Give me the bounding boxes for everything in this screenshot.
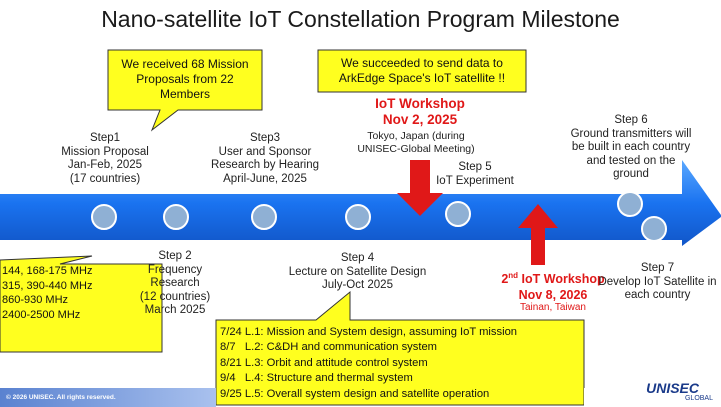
lecture-item: 9/25 L.5: Overall system design and sate… (220, 387, 490, 400)
callout-succeeded: We succeeded to send data to ArkEdge Spa… (338, 56, 506, 85)
workshop-1-place: Tokyo, Japan (during UNISEC-Global Meeti… (346, 130, 486, 155)
lecture-item: 8/21 L.3: Orbit and attitude control sys… (220, 356, 428, 369)
frequency-item: 315, 390-440 MHz (2, 279, 93, 292)
step-1-name: Mission Proposal (61, 145, 149, 158)
step-3-name-2: Research by Hearing (210, 159, 320, 171)
lecture-list: 7/24 L.1: Mission and System design, ass… (220, 325, 580, 402)
step-7-line1: Develop IoT Satellite in (598, 275, 717, 288)
step-2-note: (12 countries) (139, 290, 211, 303)
step-1-date: Jan-Feb, 2025 (67, 159, 143, 171)
workshop-1-date: Nov 2, 2025 (382, 112, 458, 127)
lecture-item: 7/24 L.1: Mission and System design, ass… (220, 326, 518, 338)
step-3-date: April-June, 2025 (223, 172, 307, 185)
step-1-title: Step1 (89, 132, 121, 144)
workshop-1-place-line1: Tokyo, Japan (during (367, 130, 465, 142)
step-2-name: Frequency (147, 263, 203, 276)
milestone-dot-2 (163, 204, 189, 230)
callout-proposals: We received 68 Mission Proposals from 22… (121, 57, 249, 101)
step-6-line2: be built in each country (571, 141, 691, 153)
step-4-title: Step 4 (340, 252, 375, 264)
step-2-name-2: Research (150, 277, 200, 289)
logo-suffix: GLOBAL (684, 395, 713, 402)
step-5-name: IoT Experiment (436, 174, 514, 187)
footer-bar (0, 388, 216, 407)
unisec-logo: UNISEC (646, 380, 699, 396)
workshop-2-place: Tainan, Taiwan (520, 302, 586, 313)
callout-succeeded-shape (317, 49, 527, 93)
workshop-1-place-line2: UNISEC-Global Meeting) (357, 142, 475, 155)
page-title: Nano-satellite IoT Constellation Program… (101, 6, 620, 32)
workshop-2-sup: nd (508, 271, 519, 280)
step-5: Step 5 IoT Experiment (425, 161, 525, 188)
workshop-2-ordinal: 2 (501, 272, 509, 287)
step-2-date: March 2025 (144, 304, 206, 316)
red-arrow-down (397, 160, 443, 216)
workshop-2-title: 2nd IoT Workshop (498, 268, 608, 287)
frequency-list: 144, 168-175 MHz 315, 390-440 MHz 860-93… (2, 264, 160, 322)
step-6: Step 6 Ground transmitters will be built… (556, 114, 706, 182)
step-6-line4: ground (613, 168, 649, 180)
step-6-title: Step 6 (614, 114, 648, 126)
workshop-2-date: Nov 8, 2026 (518, 288, 588, 303)
step-1-note: (17 countries) (69, 172, 141, 185)
callout-lectures-shape (215, 290, 585, 406)
step-7-title: Step 7 (640, 262, 675, 274)
frequency-item: 2400-2500 MHz (2, 308, 81, 321)
red-arrow-up (518, 204, 558, 265)
workshop-1-title: IoT Workshop (375, 96, 465, 111)
step-2-title: Step 2 (158, 250, 192, 262)
step-1: Step1 Mission Proposal Jan-Feb, 2025 (17… (40, 132, 170, 186)
step-7: Step 7 Develop IoT Satellite in each cou… (594, 262, 721, 303)
step-4: Step 4 Lecture on Satellite Design July-… (270, 252, 445, 293)
step-4-date: July-Oct 2025 (322, 279, 393, 291)
step-3: Step3 User and Sponsor Research by Heari… (200, 132, 330, 186)
milestone-dot-7 (641, 216, 667, 242)
step-6-line1: Ground transmitters will (570, 127, 692, 140)
milestone-dot-3 (251, 204, 277, 230)
lecture-item: 9/4 L.4: Structure and thermal system (220, 372, 413, 385)
milestone-dot-5 (445, 201, 471, 227)
step-2: Step 2 Frequency Research (12 countries)… (125, 250, 225, 318)
step-7-line2: each country (624, 289, 691, 301)
workshop-2: 2nd IoT Workshop Nov 8, 2026 (498, 268, 608, 303)
frequency-item: 144, 168-175 MHz (2, 265, 93, 277)
workshop-1: IoT Workshop Nov 2, 2025 (340, 96, 500, 128)
step-4-name: Lecture on Satellite Design (288, 265, 427, 278)
lecture-item: 8/7 L.2: C&DH and communication system (220, 341, 438, 354)
step-3-title: Step3 (249, 132, 281, 144)
step-5-title: Step 5 (458, 161, 492, 173)
footer-bar-right (584, 388, 721, 407)
callout-proposals-shape (107, 49, 263, 132)
callout-frequencies-shape (0, 255, 163, 353)
step-6-line3: and tested on the (586, 154, 676, 167)
milestone-dot-1 (91, 204, 117, 230)
workshop-2-title-text: IoT Workshop (518, 272, 605, 287)
frequency-item: 860-930 MHz (2, 294, 69, 306)
milestone-dot-6 (617, 191, 643, 217)
milestone-dot-4 (345, 204, 371, 230)
step-3-name: User and Sponsor (218, 145, 312, 158)
copyright-text: © 2026 UNISEC. All rights reserved. (6, 394, 116, 401)
logo-text: UNISEC (646, 380, 699, 396)
